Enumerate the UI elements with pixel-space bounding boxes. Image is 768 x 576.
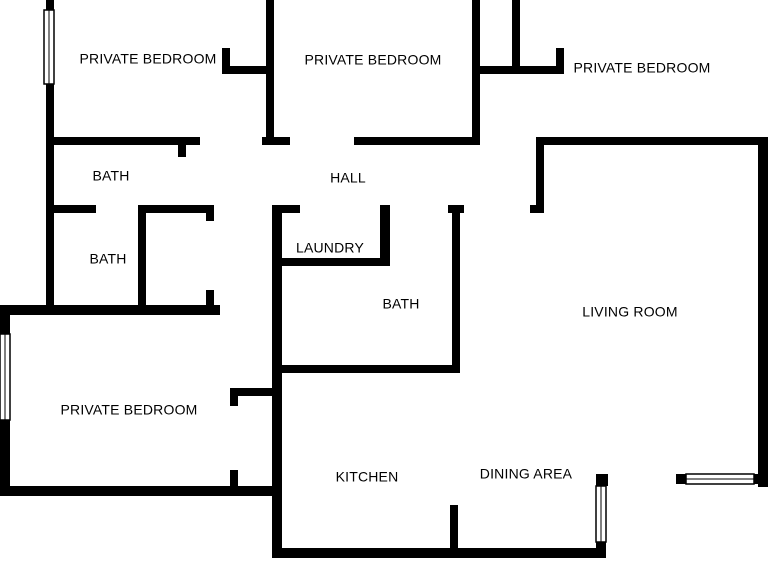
windows [0, 9, 755, 543]
wall [138, 205, 146, 313]
room-label-bedroom-1: PRIVATE BEDROOM [79, 51, 216, 67]
wall [46, 205, 96, 213]
wall [536, 137, 544, 213]
wall [178, 137, 186, 157]
wall [230, 388, 238, 406]
wall [0, 486, 282, 496]
wall [262, 137, 290, 145]
wall [46, 137, 200, 145]
wall [452, 205, 460, 373]
room-label-bath-3: BATH [382, 296, 419, 312]
room-label-hall: HALL [330, 170, 366, 186]
wall [530, 205, 544, 213]
wall [222, 48, 230, 74]
wall [380, 205, 390, 265]
wall [138, 205, 214, 213]
wall [556, 48, 564, 74]
wall [272, 548, 604, 558]
wall [46, 0, 54, 312]
room-label-bath-1: BATH [92, 168, 129, 184]
room-label-bedroom-4: PRIVATE BEDROOM [60, 402, 197, 418]
room-label-laundry: LAUNDRY [296, 240, 365, 256]
wall [276, 258, 390, 266]
wall [230, 470, 238, 494]
wall [230, 388, 278, 396]
room-label-living-room: LIVING ROOM [582, 304, 678, 320]
room-label-dining-area: DINING AREA [480, 466, 573, 482]
wall [206, 290, 214, 310]
wall [206, 205, 214, 221]
wall [758, 137, 768, 487]
wall [476, 66, 564, 74]
wall [222, 66, 272, 74]
room-labels: PRIVATE BEDROOM PRIVATE BEDROOM PRIVATE … [60, 51, 710, 485]
room-label-bedroom-2: PRIVATE BEDROOM [304, 52, 441, 68]
wall [354, 137, 480, 145]
wall [272, 205, 300, 213]
room-label-bath-2: BATH [89, 251, 126, 267]
wall [0, 305, 220, 315]
wall [272, 205, 282, 557]
wall [512, 0, 520, 74]
wall [266, 0, 274, 144]
wall [536, 137, 760, 145]
wall [450, 505, 458, 555]
wall [276, 365, 460, 373]
room-label-bedroom-3: PRIVATE BEDROOM [573, 60, 710, 76]
wall [596, 474, 608, 486]
room-label-kitchen: KITCHEN [336, 469, 399, 485]
